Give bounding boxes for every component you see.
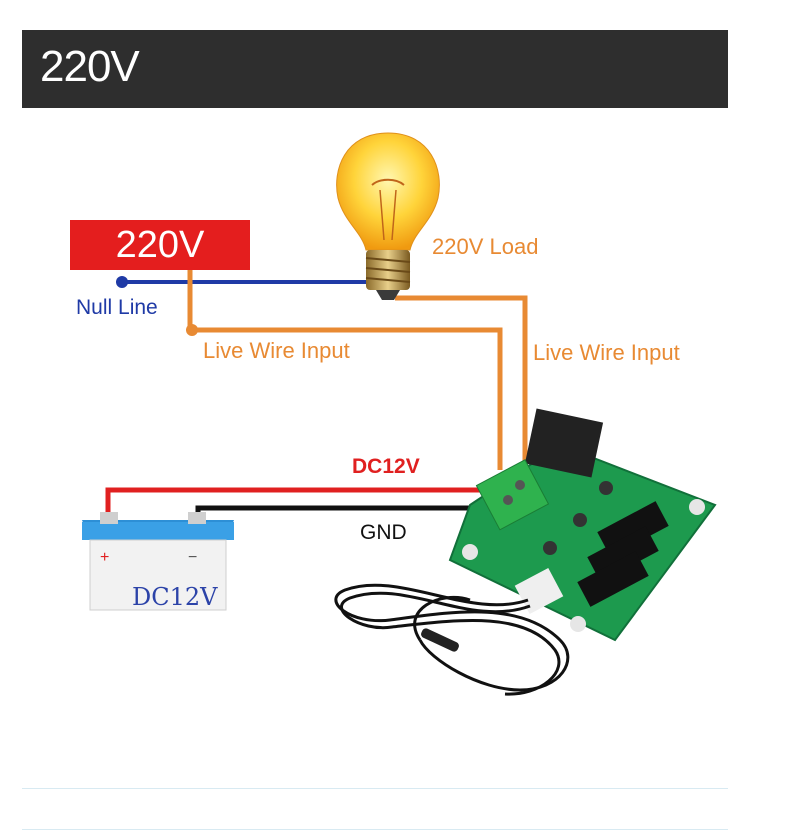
dc12v-wire [105,487,505,515]
header-bar: 220V [22,30,728,108]
power-source-220v: 220V [70,220,250,270]
null-line-label: Null Line [76,296,158,319]
power-source-label: 220V [115,224,205,266]
live-wire-terminal-dot [186,324,198,336]
battery-plus-symbol: + [100,549,110,566]
divider [22,788,728,789]
page-title: 220V [40,42,140,91]
null-line-terminal-dot [116,276,128,288]
divider [22,829,728,830]
gnd-wire [195,505,500,525]
temperature-probe-tip [421,628,459,652]
battery-minus-symbol: − [188,549,198,566]
battery-icon [82,512,234,611]
battery-label: DC12V [132,583,218,611]
thermostat-module [448,408,717,642]
gnd-wire-label: GND [360,521,407,544]
live-wire-load-to-relay [395,295,528,465]
load-label: 220V Load [432,234,539,259]
light-bulb-icon [336,132,440,300]
dc12v-wire-label: DC12V [352,455,420,478]
live-wire-input-label-left: Live Wire Input [203,338,350,363]
live-wire-input-label-right: Live Wire Input [533,340,680,365]
live-wire-source-to-relay [187,270,503,470]
temperature-probe-cable [334,583,570,696]
